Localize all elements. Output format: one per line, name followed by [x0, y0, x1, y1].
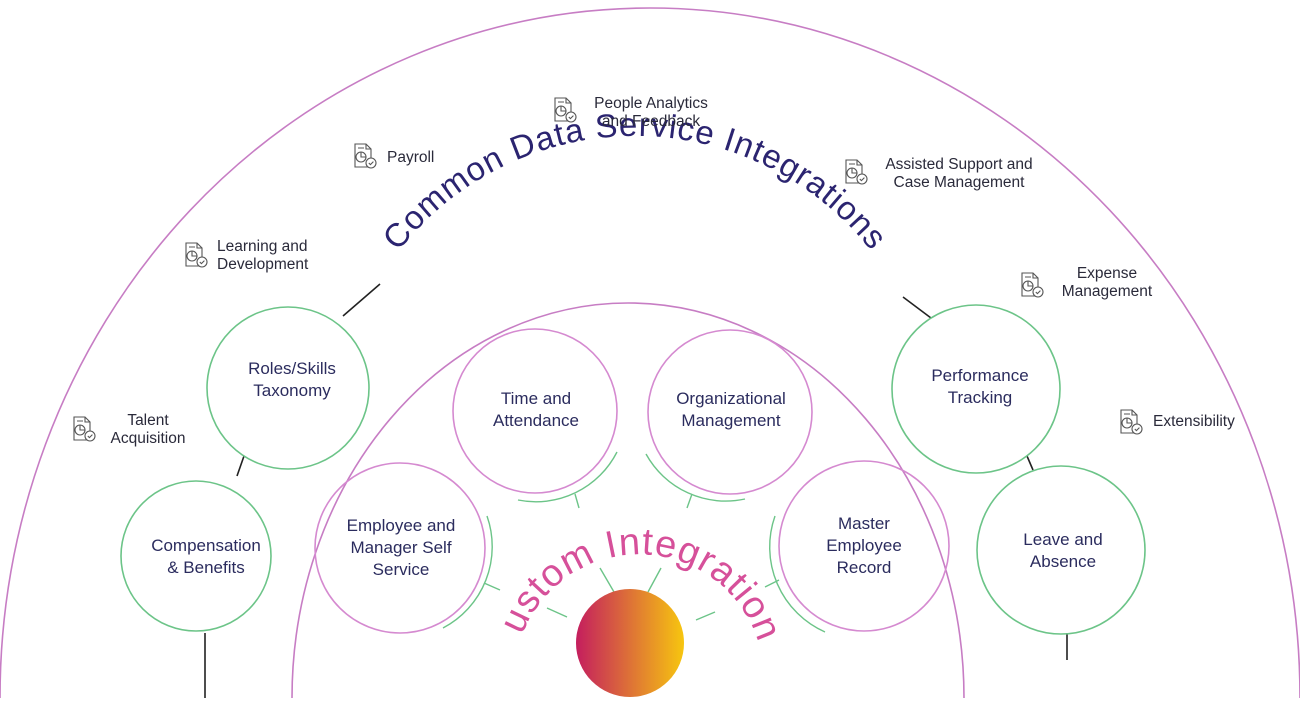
node-label-line: Manager Self [350, 538, 452, 557]
node-circle-performance [891, 304, 1061, 474]
node-circle-employee-manager [314, 462, 486, 634]
service-label-line: Case Management [893, 174, 1025, 191]
service-label-line: and Feedback [601, 113, 701, 130]
service-label-line: People Analytics [594, 95, 708, 112]
node-label-line: & Benefits [167, 558, 245, 577]
sun-ray [764, 579, 780, 588]
sun-ray [574, 493, 580, 509]
green-accent-arc [645, 453, 746, 502]
connector-line [342, 283, 381, 317]
node-circle-time-attendance [452, 328, 618, 494]
service-label-payroll: Payroll [387, 149, 434, 167]
document-chart-icon [840, 157, 870, 187]
document-chart-icon [1115, 407, 1145, 437]
node-label-line: Time and [500, 389, 572, 408]
node-label-line: Master [838, 514, 890, 533]
service-label-line: Management [1061, 283, 1153, 300]
node-label-line: Organizational [676, 389, 786, 408]
node-label-line: Roles/Skills [248, 359, 336, 378]
service-label-line: Learning and [217, 238, 308, 255]
connector-line [1026, 455, 1034, 471]
service-label-line: Extensibility [1153, 413, 1235, 430]
node-label-line: Attendance [492, 411, 580, 430]
node-circle-organizational [647, 329, 813, 495]
document-chart-icon [180, 240, 210, 270]
service-label-line: Expense [1076, 265, 1138, 282]
node-label-line: Compensation [151, 536, 261, 555]
connector-line [236, 455, 245, 477]
node-label-compensation-benefits: Compensation & Benefits [151, 535, 261, 579]
document-chart-icon [349, 141, 379, 171]
service-label-line: Assisted Support and [885, 156, 1033, 173]
sun-ray [483, 582, 501, 591]
node-circle-roles-skills [206, 306, 370, 470]
service-label-line: Payroll [387, 149, 435, 166]
service-label-extensibility: Extensibility [1153, 413, 1235, 431]
node-label-line: Performance [931, 366, 1029, 385]
outer-arc [0, 7, 1300, 699]
green-accent-arc [768, 515, 826, 633]
document-chart-icon [68, 414, 98, 444]
service-label-line: Acquisition [110, 430, 186, 447]
service-label-line: Development [217, 256, 309, 273]
sun-ray [686, 493, 693, 509]
inner-arc [291, 302, 965, 699]
node-label-line: Employee [826, 536, 902, 555]
node-label-line: Leave and [1023, 530, 1103, 549]
node-label-line: Taxonomy [253, 381, 331, 400]
sun-ray [647, 567, 662, 593]
node-circle-compensation [120, 480, 272, 632]
document-chart-icon [549, 95, 579, 125]
sun-ray [599, 567, 615, 593]
custom-integrations-sun [576, 589, 684, 697]
green-accent-arc [517, 451, 618, 503]
node-label-line: Service [372, 560, 430, 579]
node-circle-master-employee [778, 460, 950, 632]
service-label-line: Talent [127, 412, 169, 429]
node-circle-leave [976, 465, 1146, 635]
connector-line [902, 296, 932, 319]
sun-ray [695, 611, 716, 621]
node-label-line: Absence [1029, 552, 1097, 571]
node-label-line: Management [681, 411, 781, 430]
document-chart-icon [1016, 270, 1046, 300]
green-accent-arc [442, 515, 493, 629]
node-label-line: Tracking [947, 388, 1013, 407]
sun-ray [546, 607, 568, 618]
node-label-line: Record [836, 558, 892, 577]
node-label-line: Employee and [346, 516, 456, 535]
